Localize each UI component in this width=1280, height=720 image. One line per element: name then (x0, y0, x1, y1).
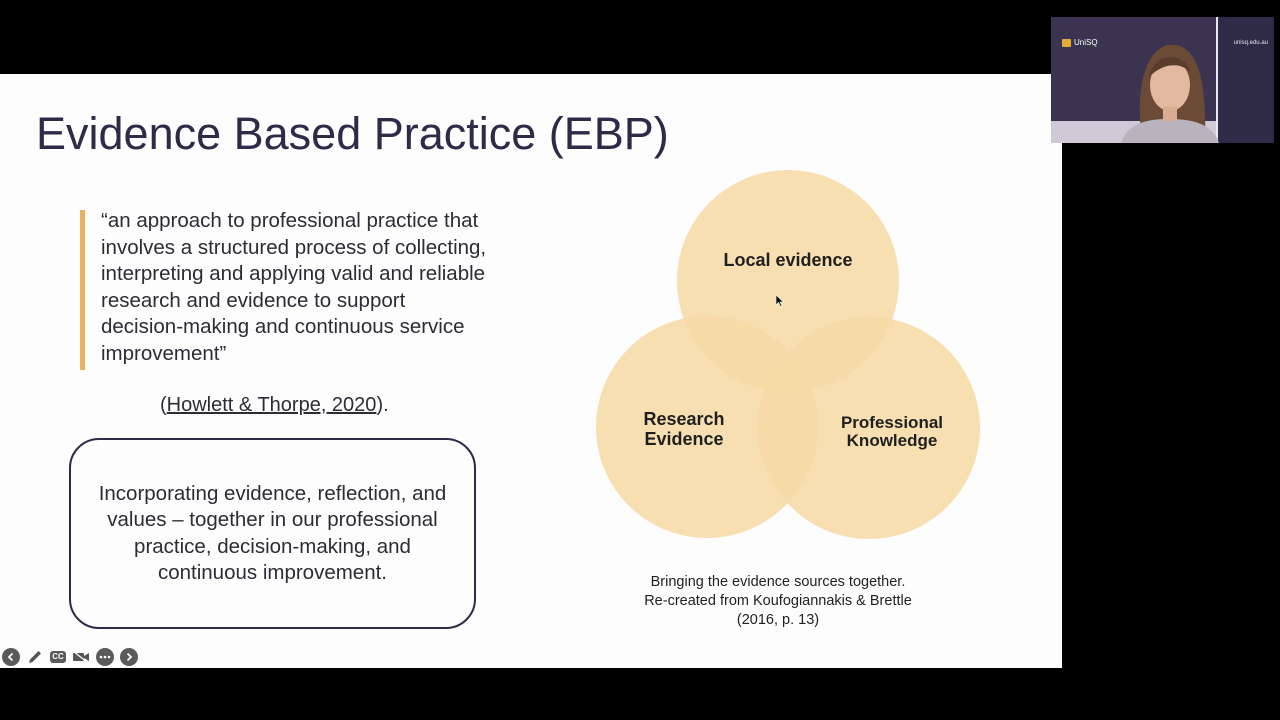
venn-caption-line-2: Re-created from Koufogiannakis & Brettle (644, 593, 912, 609)
presenter-toolbar: CC (2, 648, 138, 666)
venn-caption-line-1: Bringing the evidence sources together. (650, 574, 906, 590)
quote-accent-bar (80, 210, 85, 370)
presenter-avatar (1121, 44, 1219, 143)
pen-tool-icon[interactable] (26, 648, 44, 666)
venn-label-professional-1: Professional (841, 413, 943, 432)
captions-icon[interactable]: CC (50, 651, 66, 663)
venn-circle-research (596, 316, 818, 538)
unisq-logo: UniSQ (1062, 38, 1098, 47)
citation: (Howlett & Thorpe, 2020). (160, 394, 389, 417)
venn-label-professional-2: Knowledge (847, 431, 938, 450)
citation-link[interactable]: Howlett & Thorpe, 2020 (166, 394, 377, 416)
unisq-brand-text: UniSQ (1074, 38, 1098, 47)
webcam-url-text: unisq.edu.au (1233, 40, 1268, 46)
venn-label-research-1: Research (643, 409, 724, 429)
webcam-side-panel (1216, 17, 1274, 143)
venn-caption-line-3: (2016, p. 13) (736, 612, 820, 628)
venn-label-research-2: Evidence (644, 429, 723, 449)
citation-open: ( (160, 394, 167, 416)
mouse-cursor-icon (776, 295, 784, 307)
citation-close: ). (376, 394, 389, 416)
unisq-shield-icon (1062, 38, 1071, 47)
definition-quote: “an approach to professional practice th… (101, 209, 487, 365)
camera-off-icon[interactable] (72, 648, 90, 666)
venn-diagram: Local evidence Research Evidence Profess… (596, 170, 980, 539)
venn-label-local: Local evidence (723, 250, 852, 270)
venn-caption: Bringing the evidence sources together. … (618, 573, 938, 630)
more-options-icon[interactable] (96, 648, 114, 666)
summary-text: Incorporating evidence, reflection, and … (98, 481, 447, 585)
slide-title: Evidence Based Practice (EBP) (36, 108, 669, 159)
summary-box: Incorporating evidence, reflection, and … (69, 438, 476, 629)
presenter-webcam: UniSQ unisq.edu.au (1051, 17, 1274, 143)
previous-slide-icon[interactable] (2, 648, 20, 666)
next-slide-icon[interactable] (120, 648, 138, 666)
presentation-slide: Evidence Based Practice (EBP) “an approa… (0, 74, 1062, 668)
venn-circle-professional (758, 317, 980, 539)
